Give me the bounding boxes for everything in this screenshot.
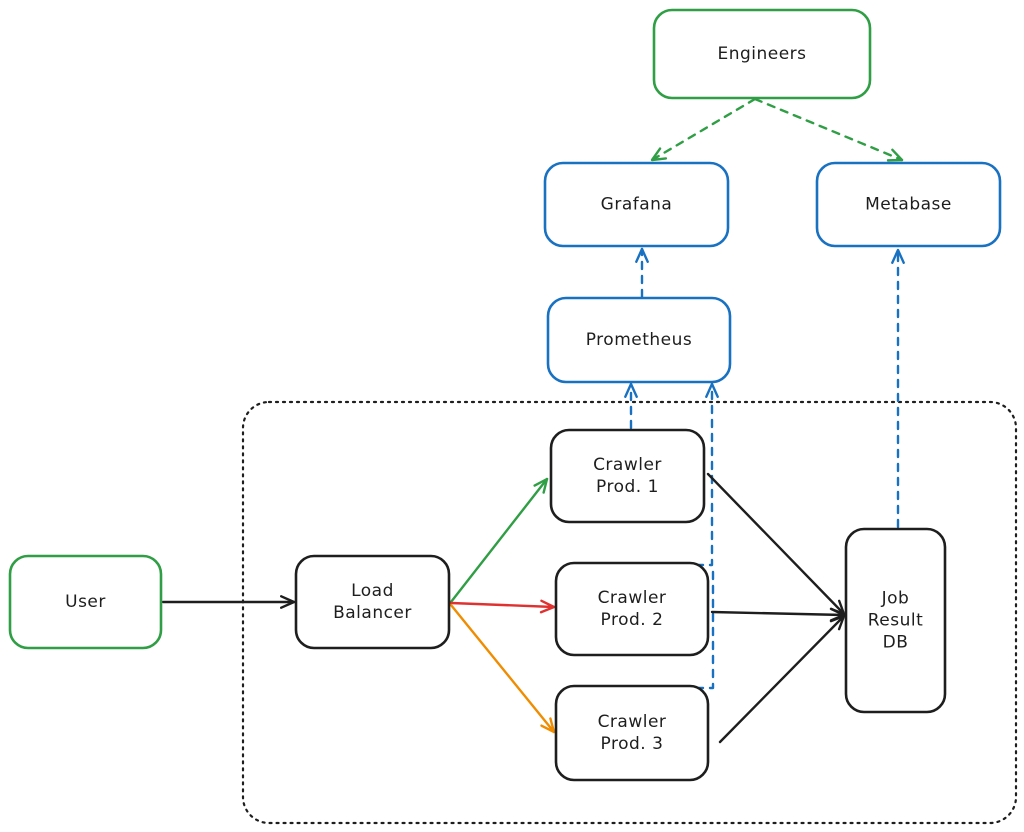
node-box-crawler1: [549, 428, 706, 524]
node-label-jobdb-1: Job: [881, 589, 910, 609]
edge-crawler2-jobdb: [710, 607, 846, 622]
node-engineers: Engineers: [652, 8, 872, 100]
node-label-crawler2-1: Crawler: [598, 588, 667, 608]
node-box-metabase: [815, 161, 1002, 248]
groups-layer: [241, 400, 1018, 825]
edge-line-loadbalancer-crawler1: [449, 477, 549, 604]
edge-line-loadbalancer-crawler2: [449, 601, 556, 609]
edges-layer: [161, 97, 905, 744]
node-box-jobdb: [844, 527, 947, 714]
node-label-engineers: Engineers: [717, 44, 806, 64]
edge-user-loadbalancer: [161, 595, 296, 609]
node-box-engineers: [652, 8, 872, 100]
edge-line-engineers-grafana: [650, 97, 757, 162]
edge-line-crawler2-jobdb: [710, 610, 846, 617]
node-user: User: [8, 554, 163, 650]
node-box-crawler3: [554, 684, 710, 782]
node-box-crawler2: [554, 561, 710, 657]
node-box-loadbalancer: [294, 554, 451, 650]
edge-jobdb-metabase: [891, 248, 905, 529]
edge-loadbalancer-crawler1: [449, 477, 549, 604]
node-label-jobdb-3: DB: [883, 633, 909, 653]
node-label-prometheus: Prometheus: [586, 330, 693, 350]
edge-loadbalancer-crawler2: [449, 599, 556, 614]
edge-engineers-grafana-arrowhead: [650, 147, 668, 162]
node-metabase: Metabase: [815, 161, 1002, 248]
node-label-crawler3-2: Prod. 3: [601, 734, 664, 754]
node-label-crawler1-2: Prod. 1: [596, 477, 659, 497]
edge-loadbalancer-crawler1-arrowhead: [533, 477, 549, 494]
edge-crawler1-prometheus: [624, 382, 638, 430]
edge-prometheus-grafana-arrowhead: [635, 247, 649, 263]
node-box-user: [8, 554, 163, 650]
edge-engineers-metabase: [753, 97, 904, 162]
node-box-grafana: [543, 161, 730, 248]
edge-crawler3-jobdb-arrowhead: [829, 614, 846, 631]
node-grafana: Grafana: [543, 161, 730, 248]
edge-user-loadbalancer-arrowhead: [280, 595, 296, 609]
node-box-prometheus: [546, 296, 732, 384]
edge-prometheus-grafana: [635, 247, 649, 299]
node-prometheus: Prometheus: [546, 296, 732, 384]
edge-line-crawler3-jobdb: [718, 614, 846, 744]
node-label-metabase: Metabase: [865, 195, 952, 215]
edge-line-crawler1-jobdb: [706, 472, 846, 616]
edge-loadbalancer-crawler3-arrowhead: [540, 717, 556, 734]
edge-jobdb-metabase-arrowhead: [891, 248, 905, 264]
node-label-jobdb-2: Result: [868, 611, 924, 631]
node-label-user: User: [65, 592, 106, 612]
edge-line-loadbalancer-crawler3: [449, 603, 556, 734]
edge-engineers-grafana: [650, 97, 757, 162]
node-label-loadbalancer-1: Load: [351, 581, 394, 601]
edge-crawler3-jobdb: [718, 614, 846, 744]
edge-crawler2-prometheus-arrowhead: [705, 382, 719, 398]
edge-loadbalancer-crawler3: [449, 603, 556, 734]
node-label-crawler3-1: Crawler: [598, 712, 667, 732]
edge-crawler1-prometheus-arrowhead: [624, 382, 638, 398]
node-label-crawler2-2: Prod. 2: [601, 610, 664, 630]
edge-crawler1-jobdb: [706, 472, 846, 616]
edge-loadbalancer-crawler2-arrowhead: [539, 599, 556, 614]
node-label-loadbalancer-2: Balancer: [333, 603, 412, 623]
crawler-cluster-boundary: [241, 400, 1018, 825]
node-label-crawler1-1: Crawler: [593, 455, 662, 475]
edge-engineers-metabase-arrowhead: [886, 148, 904, 162]
edge-line-engineers-metabase: [753, 97, 904, 162]
node-label-grafana: Grafana: [601, 195, 673, 215]
